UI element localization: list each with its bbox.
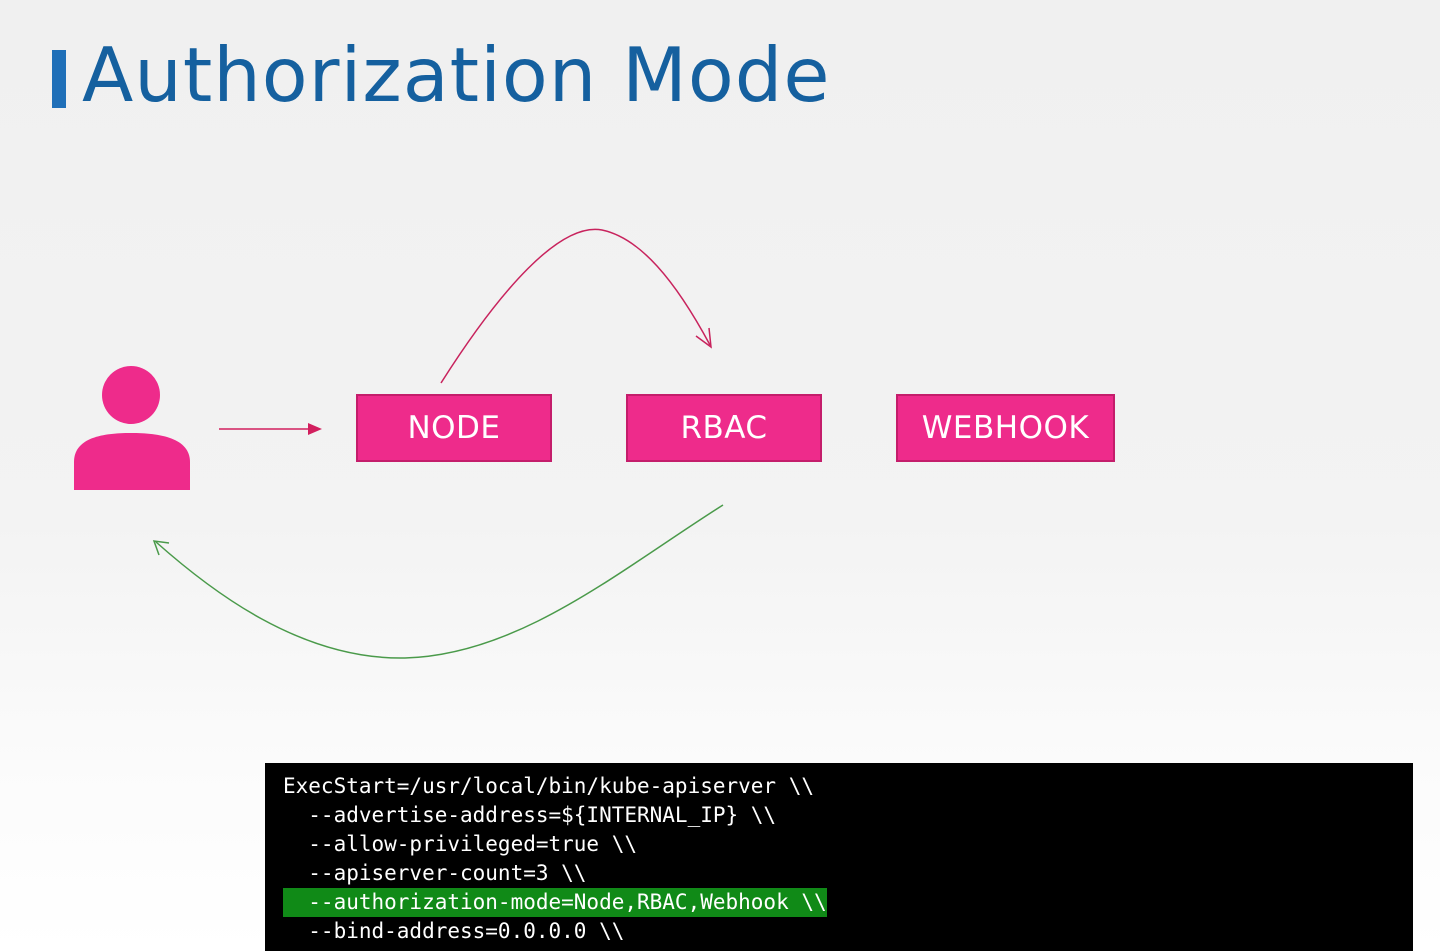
code-line: --apiserver-count=3 \\ — [283, 861, 587, 885]
mode-box-node: NODE — [356, 394, 552, 462]
code-line: --bind-address=0.0.0.0 \\ — [283, 919, 625, 943]
code-line: ExecStart=/usr/local/bin/kube-apiserver … — [283, 774, 815, 798]
page-title: Authorization Mode — [82, 31, 831, 119]
request-arrow — [219, 423, 322, 435]
mode-box-webhook: WEBHOOK — [896, 394, 1115, 462]
code-line-highlighted: --authorization-mode=Node,RBAC,Webhook \… — [283, 888, 827, 917]
code-block: ExecStart=/usr/local/bin/kube-apiserver … — [265, 763, 1413, 951]
node-to-rbac-arrow — [440, 228, 712, 384]
code-line: --advertise-address=${INTERNAL_IP} \\ — [283, 803, 777, 827]
user-icon — [74, 366, 190, 490]
mode-box-rbac: RBAC — [626, 394, 822, 462]
code-line: --allow-privileged=true \\ — [283, 832, 638, 856]
response-arrow — [152, 504, 724, 659]
title-accent-bar — [52, 50, 66, 108]
